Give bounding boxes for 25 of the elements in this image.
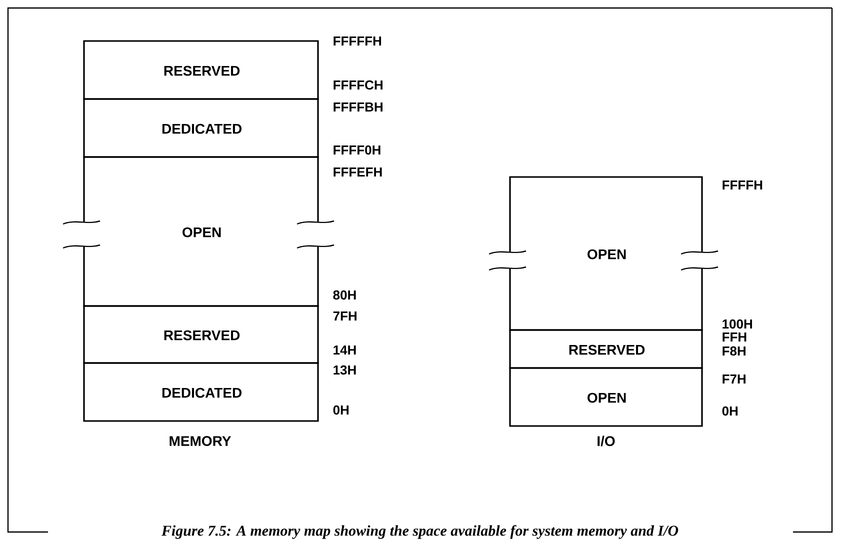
address-label: FFFF0H xyxy=(334,145,380,155)
memory-region: DEDICATED xyxy=(83,98,319,158)
memory-region: DEDICATED xyxy=(83,362,319,422)
memory-region: RESERVED xyxy=(83,40,319,100)
memory-region: OPEN xyxy=(62,156,334,307)
memory-region: OPEN xyxy=(509,367,703,427)
address-label: F8H xyxy=(722,346,746,356)
address-label: FFFFCH xyxy=(334,80,382,90)
address-label: FFFEFH xyxy=(334,168,382,176)
memory-region: RESERVED xyxy=(509,329,703,369)
memory-region: RESERVED xyxy=(83,305,319,364)
figure-caption: Figure 7.5: A memory map showing the space available for system memory and I/O xyxy=(161,525,678,539)
address-label: 13H xyxy=(334,365,356,375)
address-label: FFFFFH xyxy=(334,36,382,46)
memory-region: OPEN xyxy=(488,176,718,331)
address-label: 100H xyxy=(722,319,752,329)
address-label: 80H xyxy=(333,290,356,300)
address-label: 14H xyxy=(334,346,356,354)
address-label: 0H xyxy=(333,405,349,415)
address-label: 0H xyxy=(722,406,738,416)
map-title: MEMORY xyxy=(170,436,232,446)
address-label: F7H xyxy=(722,374,746,384)
address-label: FFFFBH xyxy=(334,102,382,112)
address-label: 7FH xyxy=(333,312,356,320)
address-label: FFH xyxy=(722,332,746,342)
